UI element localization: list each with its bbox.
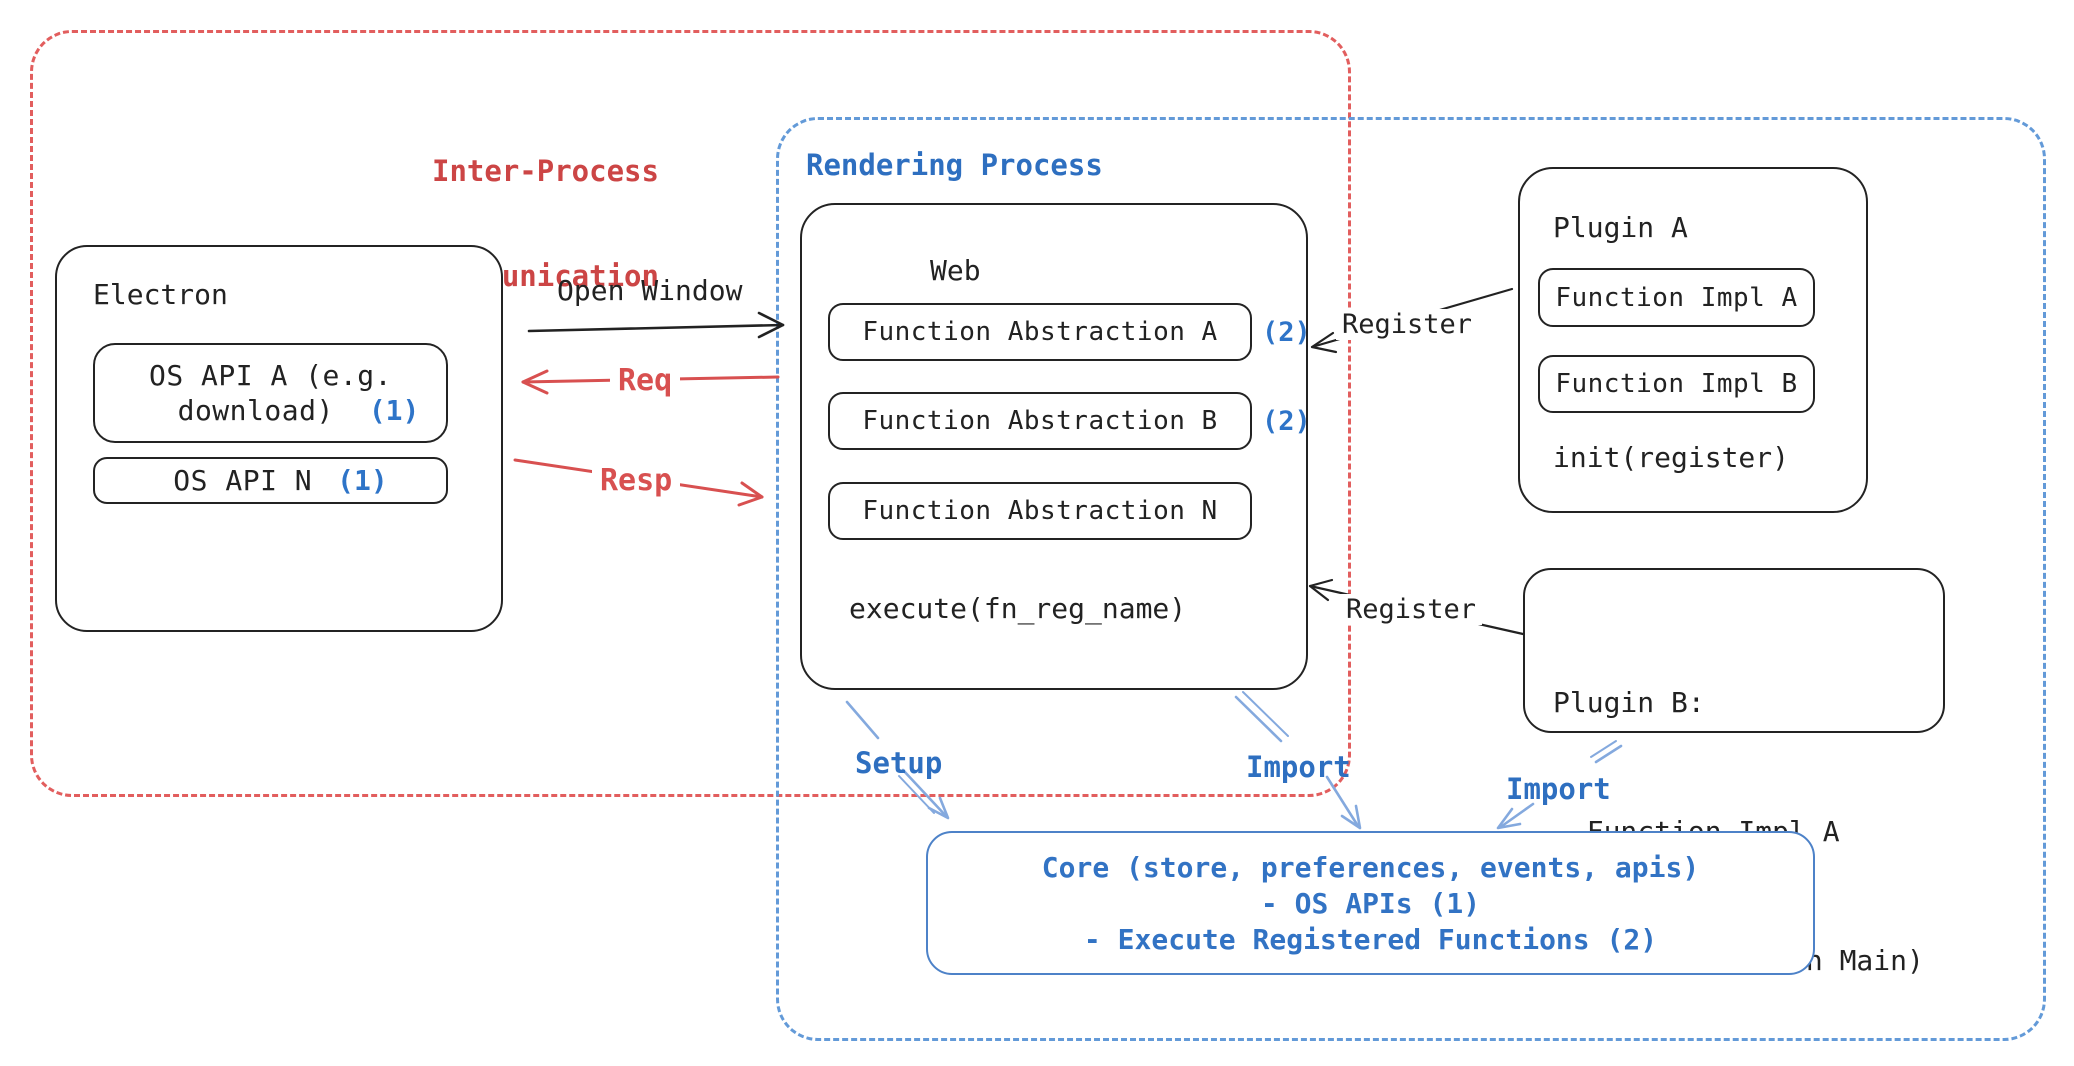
function-impl-b-box: Function Impl B: [1538, 355, 1815, 413]
function-impl-b-label: Function Impl B: [1555, 369, 1798, 399]
function-impl-a-box: Function Impl A: [1538, 268, 1815, 327]
function-abstraction-b-label: Function Abstraction B: [862, 406, 1218, 436]
function-abstraction-n-box: Function Abstraction N: [828, 482, 1252, 540]
os-api-a-line2: download): [177, 394, 334, 427]
execute-label: execute(fn_reg_name): [849, 592, 1187, 625]
rendering-dashed-region: [776, 117, 2046, 1041]
plugin-a-box: [1518, 167, 1868, 513]
core-line1: Core (store, preferences, events, apis): [1041, 851, 1700, 884]
os-api-n-badge: (1): [337, 464, 388, 497]
core-box: Core (store, preferences, events, apis) …: [926, 831, 1815, 975]
os-api-a-box: OS API A (e.g. download) (1): [93, 343, 448, 443]
rendering-process-title: Rendering Process: [806, 148, 1103, 182]
os-api-a-badge: (1): [368, 394, 420, 427]
plugin-a-title: Plugin A: [1553, 211, 1688, 244]
function-abstraction-a-label: Function Abstraction A: [862, 317, 1218, 347]
function-abstraction-b-box: Function Abstraction B: [828, 392, 1252, 450]
core-line3: - Execute Registered Functions (2): [1083, 923, 1658, 956]
core-line2: - OS APIs (1): [1260, 887, 1481, 920]
function-impl-a-label: Function Impl A: [1555, 282, 1798, 313]
os-api-a-line1: OS API A (e.g.: [148, 359, 392, 392]
electron-title: Electron: [93, 278, 228, 311]
os-api-n-box: OS API N (1): [93, 457, 448, 504]
os-api-n-label: OS API N: [173, 464, 313, 497]
function-abstraction-b-badge: (2): [1262, 406, 1311, 437]
plugin-b-box: [1523, 568, 1945, 733]
function-abstraction-n-label: Function Abstraction N: [862, 496, 1218, 526]
ipc-title-line1: Inter-Process: [432, 154, 659, 188]
web-title: Web: [930, 254, 981, 287]
init-register-label: init(register): [1553, 441, 1790, 474]
function-abstraction-a-box: Function Abstraction A: [828, 303, 1252, 361]
plugin-b-title: Plugin B:: [1553, 686, 1705, 719]
function-abstraction-a-badge: (2): [1262, 317, 1311, 348]
ipc-dashed-region: [30, 30, 1351, 797]
